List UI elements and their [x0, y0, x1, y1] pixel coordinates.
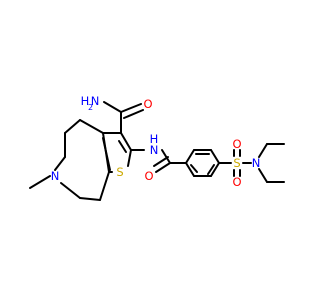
bond: [60, 182, 81, 199]
bond: [161, 149, 171, 164]
bond: [127, 149, 132, 167]
bond: [79, 197, 101, 201]
amide-nh2-subscript: 2: [88, 103, 93, 112]
sulfonyl-sulfur: S: [233, 156, 240, 170]
chemical-structure: H N 2 O N H O N S S O O N: [0, 0, 300, 300]
amide-oxygen: O: [143, 97, 152, 111]
bond: [258, 143, 268, 158]
bond: [54, 156, 66, 171]
sulfonamide-nitrogen: N: [252, 156, 261, 170]
bond: [185, 149, 195, 164]
bond: [258, 168, 268, 183]
bond: [102, 137, 111, 171]
bond: [64, 119, 81, 134]
bond: [123, 109, 144, 119]
bond: [190, 164, 198, 173]
carbonyl-oxygen: O: [144, 169, 153, 183]
amide-nh2-n: N: [91, 94, 100, 108]
sulfonyl-oxygen-bottom: O: [232, 175, 241, 189]
bond: [155, 162, 171, 173]
bond: [207, 164, 215, 175]
bond: [210, 149, 220, 164]
background: [0, 0, 300, 300]
atom-labels: H N 2 O N H O N S S O O N: [51, 94, 261, 189]
sulfonyl-oxygen-top: O: [232, 137, 241, 151]
bonds: [29, 101, 285, 201]
bond: [29, 175, 51, 189]
bond: [210, 162, 220, 177]
amide-nh2-h: H: [81, 94, 90, 108]
bond: [103, 101, 122, 113]
bond: [120, 103, 142, 113]
linker-hydrogen: H: [150, 132, 159, 146]
linker-nitrogen: N: [150, 143, 159, 157]
thiophene-sulfur: S: [116, 165, 123, 179]
bond: [185, 162, 195, 177]
bond: [120, 132, 132, 151]
bond: [153, 156, 169, 167]
bond: [79, 119, 104, 134]
bond: [118, 140, 127, 153]
ring-nitrogen: N: [51, 169, 60, 183]
bond: [99, 171, 110, 201]
